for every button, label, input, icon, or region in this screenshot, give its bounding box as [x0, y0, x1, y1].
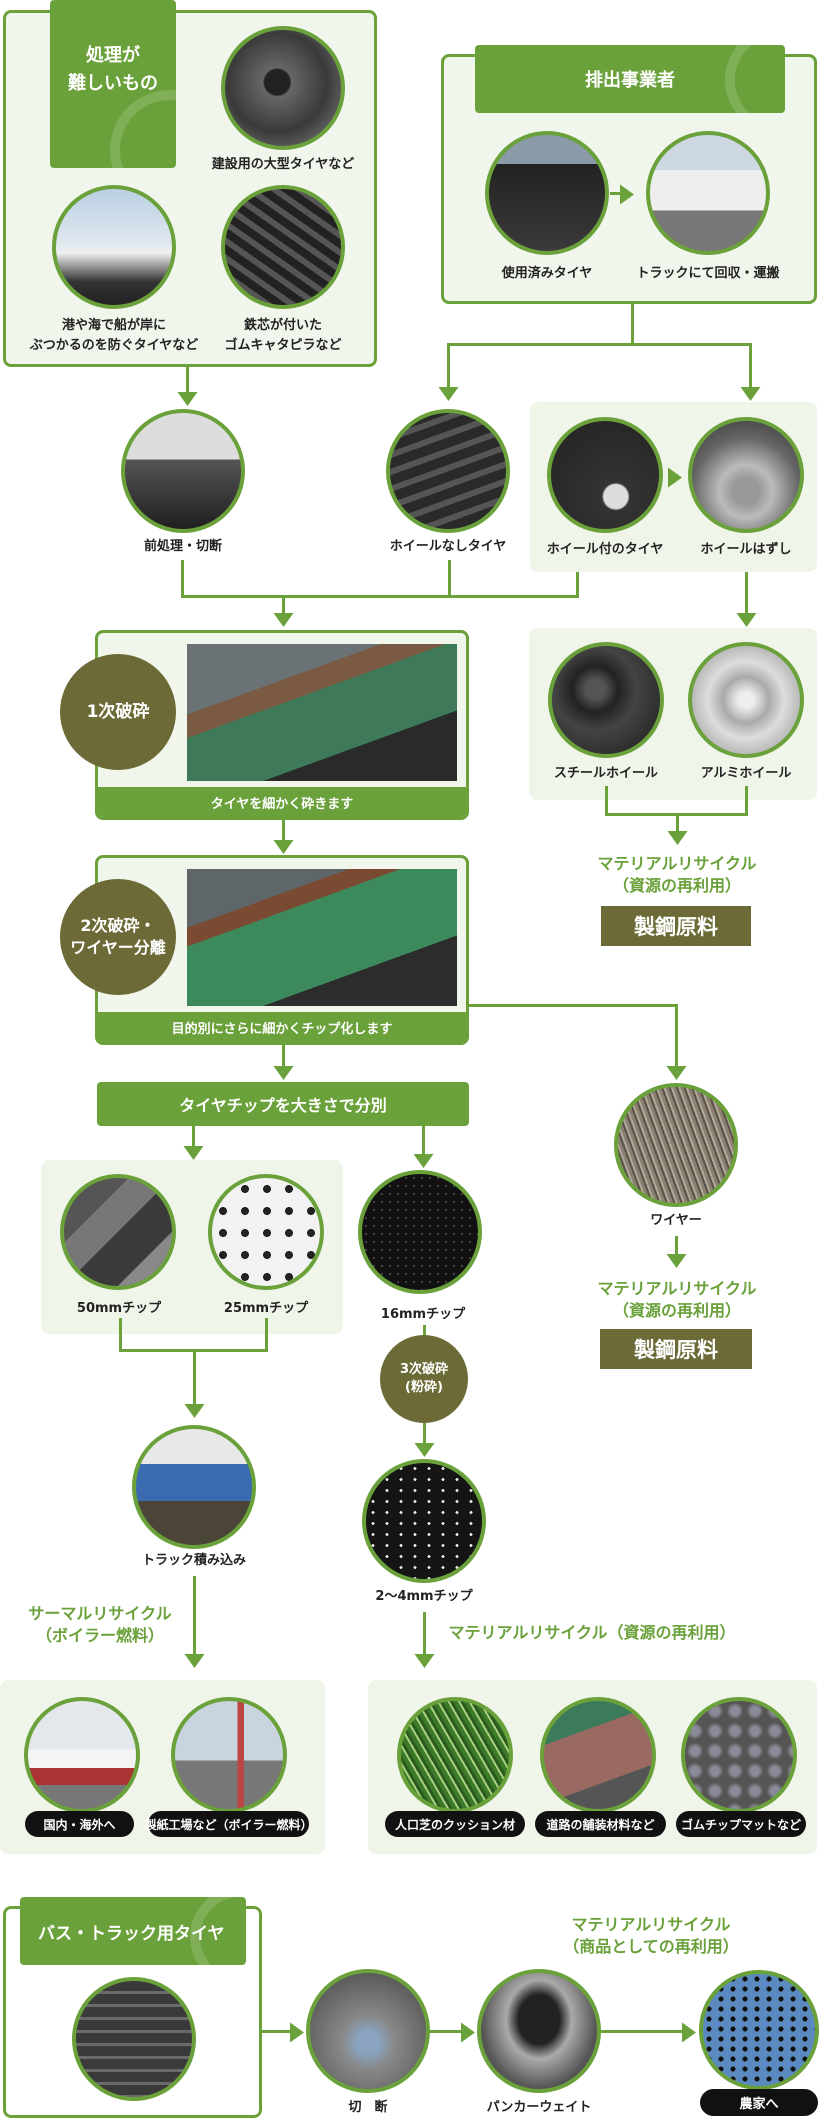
chip-25mm-label: 25mmチップ: [223, 1301, 309, 1316]
tire-tread-icon: [190, 1897, 246, 1965]
primary-crush-box: タイヤを細かく砕きます: [95, 630, 469, 820]
farm-pill: 農家へ: [700, 2089, 818, 2116]
arrow-down: [666, 1254, 687, 1268]
cutting-photo: [306, 1969, 430, 2093]
emitter-title: 排出事業者: [585, 70, 675, 91]
tertiary-crush-badge: 3次破砕(粉砕): [380, 1335, 468, 1423]
arrow-down: [413, 1154, 434, 1168]
material-recycle-label: マテリアルリサイクル（資源の再利用）: [597, 854, 757, 895]
difficult-items-tag: 処理が 難しいもの: [50, 0, 176, 168]
arrow-right: [461, 2022, 475, 2043]
export-pill: 国内・海外へ: [25, 1811, 134, 1837]
used-tires-photo: [485, 131, 609, 255]
fine-chip-label: 2〜4mmチップ: [375, 1589, 473, 1604]
ship-fender-label: 港や海で船が岸にぶつかるのを防ぐタイヤなど: [29, 318, 199, 353]
arrow-down: [273, 613, 294, 627]
arrow-down: [740, 387, 761, 401]
arrow-right: [290, 2022, 304, 2043]
material-recycle-label-2: マテリアルリサイクル（資源の再利用）: [597, 1279, 757, 1320]
difficult-title-1: 処理が: [86, 45, 140, 66]
mat-pill: ゴムチップマットなど: [676, 1811, 806, 1837]
arrow-down: [736, 613, 757, 627]
paper-factory-photo: [171, 1697, 287, 1813]
arrow-right: [620, 184, 634, 205]
truck-loading-label: トラック積み込み: [141, 1553, 247, 1568]
arrow-down: [414, 1443, 435, 1457]
wire-photo: [614, 1083, 738, 1207]
no-wheel-tire-label: ホイールなしタイヤ: [389, 539, 507, 554]
tire-tread-icon: [110, 90, 176, 168]
steel-wheel-photo: [548, 642, 664, 758]
ship-fender-photo: [52, 185, 176, 309]
pre-process-label: 前処理・切断: [143, 539, 223, 554]
steel-material-badge: 製鋼原料: [601, 906, 751, 946]
farm-photo: [699, 1970, 819, 2090]
arrow-down: [177, 392, 198, 406]
wheel-tire-photo: [547, 417, 663, 533]
wheel-tire-label: ホイール付のタイヤ: [546, 542, 664, 557]
arrow-down: [414, 1654, 435, 1668]
chip-16mm-label: 16mmチップ: [380, 1307, 466, 1322]
sort-by-size-bar: タイヤチップを大きさで分別: [97, 1082, 469, 1126]
secondary-crush-badge: 2次破砕・ワイヤー分離: [60, 879, 176, 995]
artificial-turf-photo: [397, 1697, 513, 1813]
arrow-right: [682, 2022, 696, 2043]
bus-tire-photo: [72, 1977, 196, 2101]
pre-process-photo: [121, 409, 245, 533]
bus-truck-tire-tag: バス・トラック用タイヤ: [20, 1897, 246, 1965]
arrow-down: [183, 1146, 204, 1160]
tire-tread-icon: [725, 45, 785, 113]
aluminum-wheel-label: アルミホイール: [700, 766, 792, 781]
arrow-down: [438, 387, 459, 401]
arrow-down: [273, 1066, 294, 1080]
secondary-crusher-photo: [187, 869, 457, 1006]
steel-wheel-label: スチールホイール: [553, 766, 659, 781]
arrow-down: [184, 1654, 205, 1668]
cutting-label: 切 断: [348, 2100, 388, 2115]
chip-16mm-photo: [358, 1170, 482, 1294]
thermal-recycle-label: サーマルリサイクル（ボイラー燃料）: [28, 1604, 172, 1645]
aluminum-wheel-photo: [688, 642, 804, 758]
large-tire-label: 建設用の大型タイヤなど: [211, 157, 355, 172]
truck-photo: [646, 131, 770, 255]
wheel-removal-photo: [688, 417, 804, 533]
steel-material-badge-2: 製鋼原料: [600, 1329, 752, 1369]
wire-label: ワイヤー: [650, 1213, 702, 1228]
crawler-photo: [221, 185, 345, 309]
emitter-tag: 排出事業者: [475, 45, 785, 113]
turf-pill: 人口芝のクッション材: [385, 1811, 525, 1837]
primary-crusher-photo: [187, 644, 457, 781]
puncture-weight-label: パンカーウェイト: [486, 2100, 592, 2115]
chip-50mm-photo: [60, 1174, 176, 1290]
primary-crush-caption: タイヤを細かく砕きます: [98, 787, 466, 817]
arrow-down: [666, 1066, 687, 1080]
wheel-removal-label: ホイールはずし: [700, 542, 792, 557]
road-paving-photo: [540, 1697, 656, 1813]
crawler-label: 鉄芯が付いたゴムキャタピラなど: [224, 318, 342, 353]
arrow-down: [184, 1404, 205, 1418]
puncture-weight-photo: [477, 1969, 601, 2093]
primary-crush-badge: 1次破砕: [60, 654, 176, 770]
difficult-title-2: 難しいもの: [68, 73, 158, 94]
product-recycle-label: マテリアルリサイクル（商品としての再利用）: [563, 1915, 739, 1956]
secondary-crush-caption: 目的別にさらに細かくチップ化します: [98, 1012, 466, 1042]
paving-pill: 道路の舗装材料など: [535, 1811, 666, 1837]
paper-factory-pill: 製紙工場など（ボイラー燃料）: [145, 1811, 313, 1837]
no-wheel-tire-photo: [386, 409, 510, 533]
truck-loading-photo: [132, 1425, 256, 1549]
chip-50mm-label: 50mmチップ: [76, 1301, 162, 1316]
truck-label: トラックにて回収・運搬: [636, 266, 780, 281]
arrow-right: [668, 467, 682, 488]
rubber-mat-photo: [681, 1697, 797, 1813]
fine-chip-photo: [362, 1459, 486, 1583]
arrow-down: [273, 840, 294, 854]
export-ship-photo: [24, 1697, 140, 1813]
used-tires-label: 使用済みタイヤ: [501, 266, 593, 281]
arrow-down: [667, 831, 688, 845]
chip-25mm-photo: [208, 1174, 324, 1290]
material-recycle-inline-label: マテリアルリサイクル（資源の再利用）: [448, 1623, 736, 1642]
large-tire-photo: [221, 26, 345, 150]
